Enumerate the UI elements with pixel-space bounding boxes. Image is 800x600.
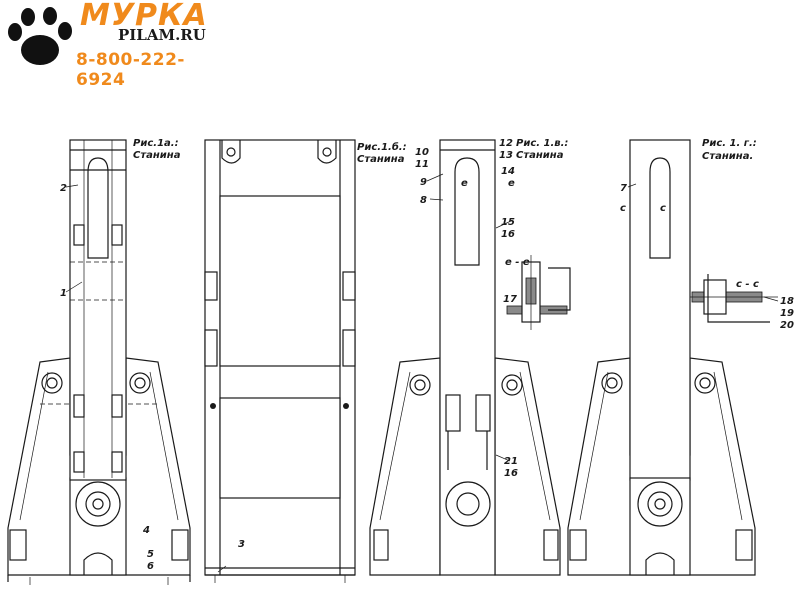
section-c-mark-left: с <box>620 203 626 214</box>
callout-21: 21 <box>504 456 518 467</box>
figure-1a <box>7 139 191 585</box>
fig1a-caption-line2: Станина <box>133 150 181 161</box>
logo: МУРКА PILAM.RU 8-800-222-6924 <box>0 0 210 90</box>
callout-16b: 16 <box>504 468 518 479</box>
section-e-e-detail <box>506 255 571 330</box>
figure-1g <box>567 139 778 576</box>
brand-name: МУРКА <box>80 0 208 33</box>
fig1b-caption-line2: Станина <box>357 154 405 165</box>
paw-icon <box>8 7 72 65</box>
callout-18: 18 <box>780 296 794 307</box>
callout-3: 3 <box>238 539 245 550</box>
callout-20: 20 <box>780 320 794 331</box>
section-e-mark-left: е <box>461 178 468 189</box>
fig1v-caption-line1: Рис. 1.в.: <box>516 138 568 149</box>
figure-1b <box>204 139 356 583</box>
fig1b-caption-line1: Рис.1.б.: <box>357 141 407 153</box>
callout-14: 14 <box>501 166 515 177</box>
section-e-label: е - е <box>505 257 530 268</box>
section-c-c-detail <box>690 274 778 323</box>
callout-10: 10 <box>415 147 429 158</box>
callout-13: 13 <box>499 150 513 161</box>
callout-19: 19 <box>780 308 794 319</box>
callout-5: 5 <box>147 549 154 560</box>
section-e-mark-right: е <box>508 178 515 189</box>
callout-7: 7 <box>620 183 627 194</box>
fig1g-caption-line1: Рис. 1. г.: <box>702 138 757 149</box>
callout-17: 17 <box>503 294 517 305</box>
fig1v-caption-line2: Станина <box>516 150 564 161</box>
section-c-mark-right: с <box>660 203 666 214</box>
callout-1: 1 <box>60 288 67 299</box>
callout-12: 12 <box>499 138 513 149</box>
fig1a-caption-line1: Рис.1а.: <box>133 138 179 149</box>
brand-phone[interactable]: 8-800-222-6924 <box>76 50 185 90</box>
callout-11: 11 <box>415 159 429 170</box>
fig1g-caption-line2: Станина. <box>702 151 753 162</box>
callout-2: 2 <box>60 183 67 194</box>
figure-1v <box>369 139 571 576</box>
section-c-label: с - с <box>736 279 759 290</box>
callout-4: 4 <box>142 525 150 536</box>
callout-9: 9 <box>420 177 427 188</box>
callout-16: 16 <box>501 229 515 240</box>
brand-site[interactable]: PILAM.RU <box>118 26 206 44</box>
callout-6: 6 <box>147 561 154 572</box>
callout-8: 8 <box>420 195 427 206</box>
